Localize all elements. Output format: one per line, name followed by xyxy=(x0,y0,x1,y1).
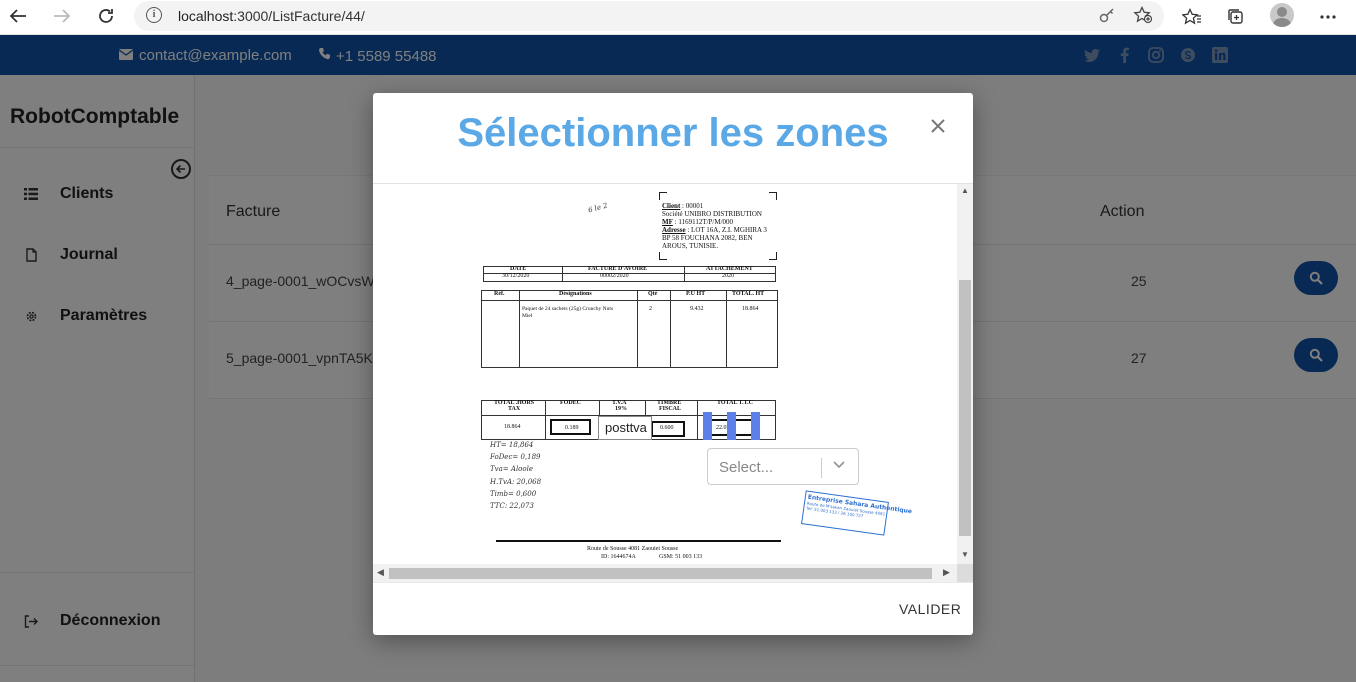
collections-icon[interactable] xyxy=(1224,5,1248,29)
add-favorite-icon[interactable] xyxy=(1133,5,1153,29)
horizontal-scrollbar[interactable]: ◀ ▶ xyxy=(373,564,957,582)
browser-toolbar: i localhost:3000/ListFacture/44/ xyxy=(0,0,1356,35)
invoice-date-table: DATE FACTURE D'AVOIRE ATTACHEMENT 30/12/… xyxy=(483,266,776,282)
close-icon[interactable] xyxy=(930,115,946,135)
key-icon[interactable] xyxy=(1098,6,1116,29)
zone-handle[interactable] xyxy=(751,412,760,440)
zone-tag-posttva[interactable]: posttva xyxy=(598,416,652,440)
handwritten-note: HT= 18,864 xyxy=(490,441,534,449)
zone-selection-modal: Sélectionner les zones 6 le 2 Client : 0… xyxy=(373,93,973,635)
zone-timbre[interactable] xyxy=(651,421,685,437)
zone-fodec[interactable] xyxy=(550,419,591,435)
zone-handle[interactable] xyxy=(727,412,736,440)
forward-icon[interactable] xyxy=(48,4,76,28)
handwritten-note: TTC: 22,073 xyxy=(490,502,534,510)
scroll-left-arrow[interactable]: ◀ xyxy=(377,567,384,577)
zone-handle[interactable] xyxy=(703,412,712,440)
chevron-down-icon[interactable] xyxy=(832,457,846,476)
modal-title: Sélectionner les zones xyxy=(457,111,889,155)
horizontal-scroll-thumb[interactable] xyxy=(389,568,932,579)
invoice-viewport[interactable]: 6 le 2 Client : 00001 Société UNIBRO DIS… xyxy=(373,184,973,582)
handwritten-note: Timb= 0,600 xyxy=(490,490,537,498)
invoice-image[interactable]: 6 le 2 Client : 00001 Société UNIBRO DIS… xyxy=(463,184,933,564)
vertical-scroll-thumb[interactable] xyxy=(959,280,971,536)
vertical-scrollbar[interactable]: ▲ ▼ xyxy=(957,184,973,564)
scroll-down-arrow[interactable]: ▼ xyxy=(961,550,969,559)
scroll-up-arrow[interactable]: ▲ xyxy=(961,186,969,195)
profile-avatar[interactable] xyxy=(1270,3,1294,27)
company-stamp: Entreprise Sahara Authentique Route de M… xyxy=(801,490,912,536)
handwritten-note: FoDec= 0,189 xyxy=(490,453,541,461)
more-menu-icon[interactable] xyxy=(1316,5,1340,29)
address-bar[interactable]: i localhost:3000/ListFacture/44/ xyxy=(134,1,1164,31)
client-block: Client : 00001 Société UNIBRO DISTRIBUTI… xyxy=(659,192,777,260)
select-placeholder: Select... xyxy=(719,459,774,476)
back-icon[interactable] xyxy=(4,4,32,28)
url-text[interactable]: localhost:3000/ListFacture/44/ xyxy=(178,8,365,24)
invoice-lines-table: Réf. Désignations Qté P.U HT TOTAL. HT P… xyxy=(481,290,778,368)
handwritten-note: H.TvA: 20,068 xyxy=(490,478,542,486)
zone-type-select[interactable]: Select... xyxy=(707,448,859,485)
validate-button[interactable]: VALIDER xyxy=(899,601,962,617)
handwritten-note: 6 le 2 xyxy=(587,201,609,215)
scroll-right-arrow[interactable]: ▶ xyxy=(943,567,950,577)
info-icon[interactable]: i xyxy=(146,7,162,23)
handwritten-note: Tva= Aloole xyxy=(490,465,533,473)
refresh-icon[interactable] xyxy=(92,4,120,28)
favorites-icon[interactable] xyxy=(1180,5,1204,29)
